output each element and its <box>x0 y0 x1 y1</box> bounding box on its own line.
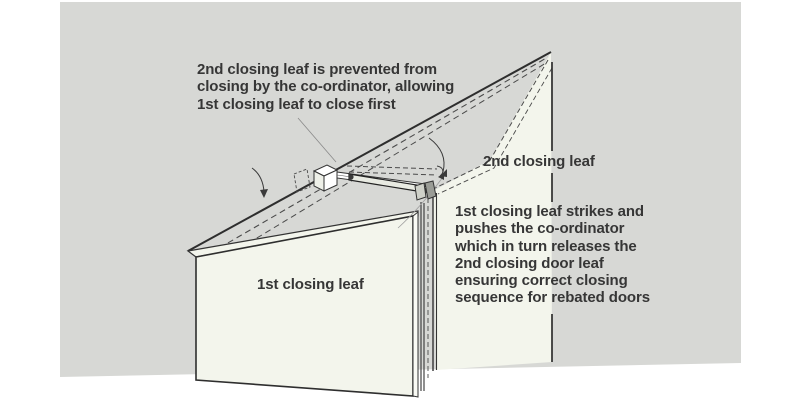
swing-arc-2nd-leaf <box>428 137 445 173</box>
leaf1-label: 1st closing leaf <box>257 276 364 293</box>
release-lever <box>424 180 437 200</box>
arm-pivot-left <box>348 174 354 180</box>
top-note: 2nd closing leaf is prevented from closi… <box>197 61 454 113</box>
note-line: sequence for rebated doors <box>455 289 650 307</box>
note-line: 2nd closing leaf is prevented from <box>197 61 437 78</box>
door-leaf-2-face <box>433 52 552 370</box>
note-line: ensuring correct closing <box>455 272 628 290</box>
swing-arc-1st-leaf <box>251 167 265 193</box>
swing-path-line <box>397 176 444 229</box>
note-line: 2nd closing door leaf <box>455 254 604 272</box>
door-leaf-2-outer-edge-line <box>187 51 552 252</box>
note-line: which in turn releases the <box>455 237 637 255</box>
swing-arc-1st-leaf-arrow <box>260 189 268 198</box>
leaf2-label: 2nd closing leaf <box>483 153 595 170</box>
note-line: pushes the co-ordinator <box>455 220 625 238</box>
arm-open-position-dash-2 <box>348 171 438 176</box>
strike-plate <box>414 182 427 201</box>
swing-arc-2nd-leaf-arrow <box>440 169 447 177</box>
arm-open-position-dash-1 <box>346 165 438 170</box>
leader-line <box>297 117 337 163</box>
co-ordinator-body-side <box>323 169 338 192</box>
hidden-edge-dash-upper <box>201 56 549 259</box>
note-line: 1st closing leaf to close first <box>197 95 396 113</box>
note-line: closing by the co-ordinator, allowing <box>197 78 455 96</box>
right-note: 1st closing leaf strikes and pushes the … <box>455 203 650 307</box>
hidden-edge-dash-lower <box>213 62 547 265</box>
note-line: 1st closing leaf strikes and <box>455 203 644 220</box>
leaf2-face-edge-dash-inner <box>437 67 553 195</box>
door-leaf-1-edge-strip <box>412 210 419 398</box>
co-ordinator-ghost-outline <box>293 168 311 193</box>
